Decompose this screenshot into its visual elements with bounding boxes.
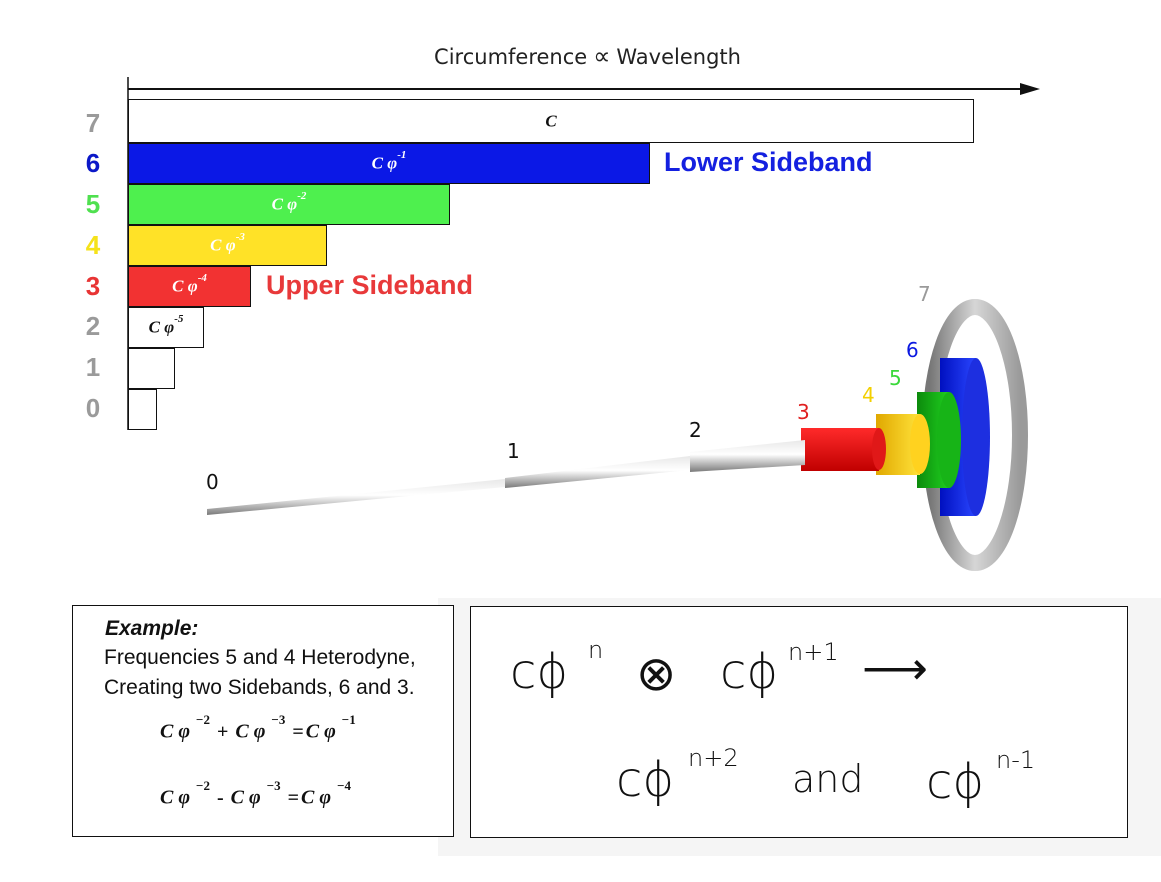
bar-level-2: C φ-5 (128, 307, 204, 348)
level-number-4: 4 (85, 230, 101, 260)
bar-level-3: C φ-4 (128, 266, 251, 307)
example-box (72, 605, 454, 837)
lower-sideband-label: Lower Sideband (664, 147, 873, 177)
bar-formula-7: C (545, 111, 557, 131)
axis-left-label: Circumference (434, 45, 588, 69)
bar-formula-4: C φ-3 (210, 231, 245, 255)
antenna-label-0: 0 (206, 470, 219, 494)
example-title: Example: (105, 617, 199, 640)
level-number-6: 6 (85, 148, 101, 178)
level-number-0: 0 (85, 393, 101, 423)
level-number-2: 2 (85, 311, 101, 341)
bar-level-7: C (128, 99, 974, 143)
rod-segment-0 (207, 479, 505, 515)
axis-title: Circumference∝Wavelength (0, 42, 1161, 70)
hw-and: and (792, 757, 864, 801)
hw-term-1: cϕ (510, 644, 568, 700)
hw-term-3-exp: n+2 (688, 744, 739, 772)
handwritten-box (470, 606, 1128, 838)
hw-arrow: ⟶ (862, 641, 928, 695)
level-number-7: 7 (85, 108, 101, 138)
bar-level-0 (128, 389, 157, 430)
antenna-label-4: 4 (862, 383, 875, 407)
bar-level-5: C φ-2 (128, 184, 450, 225)
proportional-symbol: ∝ (593, 42, 611, 70)
antenna-label-3: 3 (797, 400, 810, 424)
bar-level-4: C φ-3 (128, 225, 327, 266)
ring-3 (801, 428, 879, 471)
hw-term-1-exp: n (588, 636, 603, 664)
antenna-label-2: 2 (689, 418, 702, 442)
bar-formula-5: C φ-2 (271, 190, 307, 214)
rod-segment-2 (690, 440, 805, 472)
rod-segment-1 (505, 456, 690, 488)
bar-formula-2: C φ-5 (148, 313, 184, 337)
antenna-illustration: 0 1 2 3 4 5 6 7 (206, 282, 1028, 571)
bar-formula-3: C φ-4 (172, 272, 207, 296)
example-line-1: Frequencies 5 and 4 Heterodyne, (104, 646, 416, 669)
handwritten-equation: cϕ n ⊗ cϕ n+1 ⟶ cϕ n+2 and cϕ n-1 (510, 636, 1035, 810)
bar-level-1 (128, 348, 175, 389)
hw-tensor-symbol: ⊗ (636, 646, 676, 702)
antenna-label-5: 5 (889, 366, 902, 390)
upper-sideband-label: Upper Sideband (266, 270, 474, 300)
level-number-5: 5 (85, 189, 101, 219)
antenna-label-6: 6 (906, 338, 919, 362)
bar-level-6: C φ-1 (128, 143, 650, 184)
hw-term-4: cϕ (926, 754, 984, 810)
level-number-1: 1 (85, 352, 101, 382)
axis-right-label: Wavelength (616, 45, 741, 69)
bar-formula-6: C φ-1 (371, 149, 407, 173)
antenna-label-1: 1 (507, 439, 520, 463)
example-line-2: Creating two Sidebands, 6 and 3. (104, 676, 415, 699)
hw-term-3: cϕ (616, 752, 674, 808)
equation-difference: C φ−2 - C φ−3 =C φ−4 (160, 778, 351, 809)
hw-term-2: cϕ (720, 644, 778, 700)
hw-term-2-exp: n+1 (788, 638, 839, 666)
hw-term-4-exp: n-1 (996, 746, 1035, 774)
level-number-3: 3 (85, 271, 101, 301)
equation-sum: C φ−2 + C φ−3 =C φ−1 (160, 712, 356, 743)
antenna-label-7: 7 (918, 282, 931, 306)
